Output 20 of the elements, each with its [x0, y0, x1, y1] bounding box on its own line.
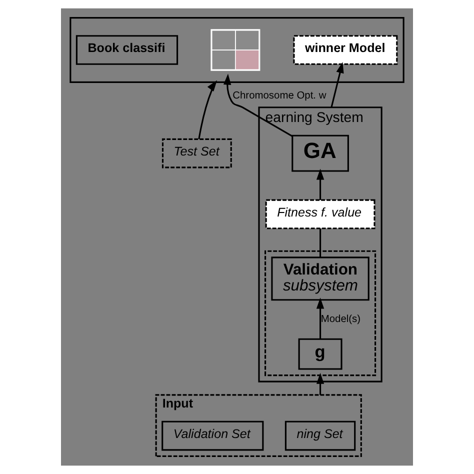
node-box: Test Set: [162, 138, 232, 168]
arrow: [316, 298, 324, 340]
edge-label: Model(s): [320, 314, 361, 326]
arrow: [223, 74, 293, 137]
connector: [320, 228, 322, 258]
arrow: [316, 372, 324, 395]
cluster: [264, 250, 376, 376]
node-box: g: [298, 338, 342, 370]
node-box: Book classifi: [76, 35, 178, 65]
arrow: [330, 62, 344, 108]
node-box: ning Set: [284, 420, 356, 451]
cluster: [70, 17, 404, 83]
node-box: GA: [292, 134, 349, 172]
arrow: [198, 80, 218, 140]
node-box: Fitness f. value: [265, 199, 376, 230]
node-box: Validation subsystem: [271, 256, 370, 301]
arrow: [316, 168, 324, 200]
node-box: Validation Set: [162, 420, 264, 451]
node-box: winner Model: [293, 35, 398, 65]
edge-label: Chromosome Opt. w: [232, 90, 326, 102]
